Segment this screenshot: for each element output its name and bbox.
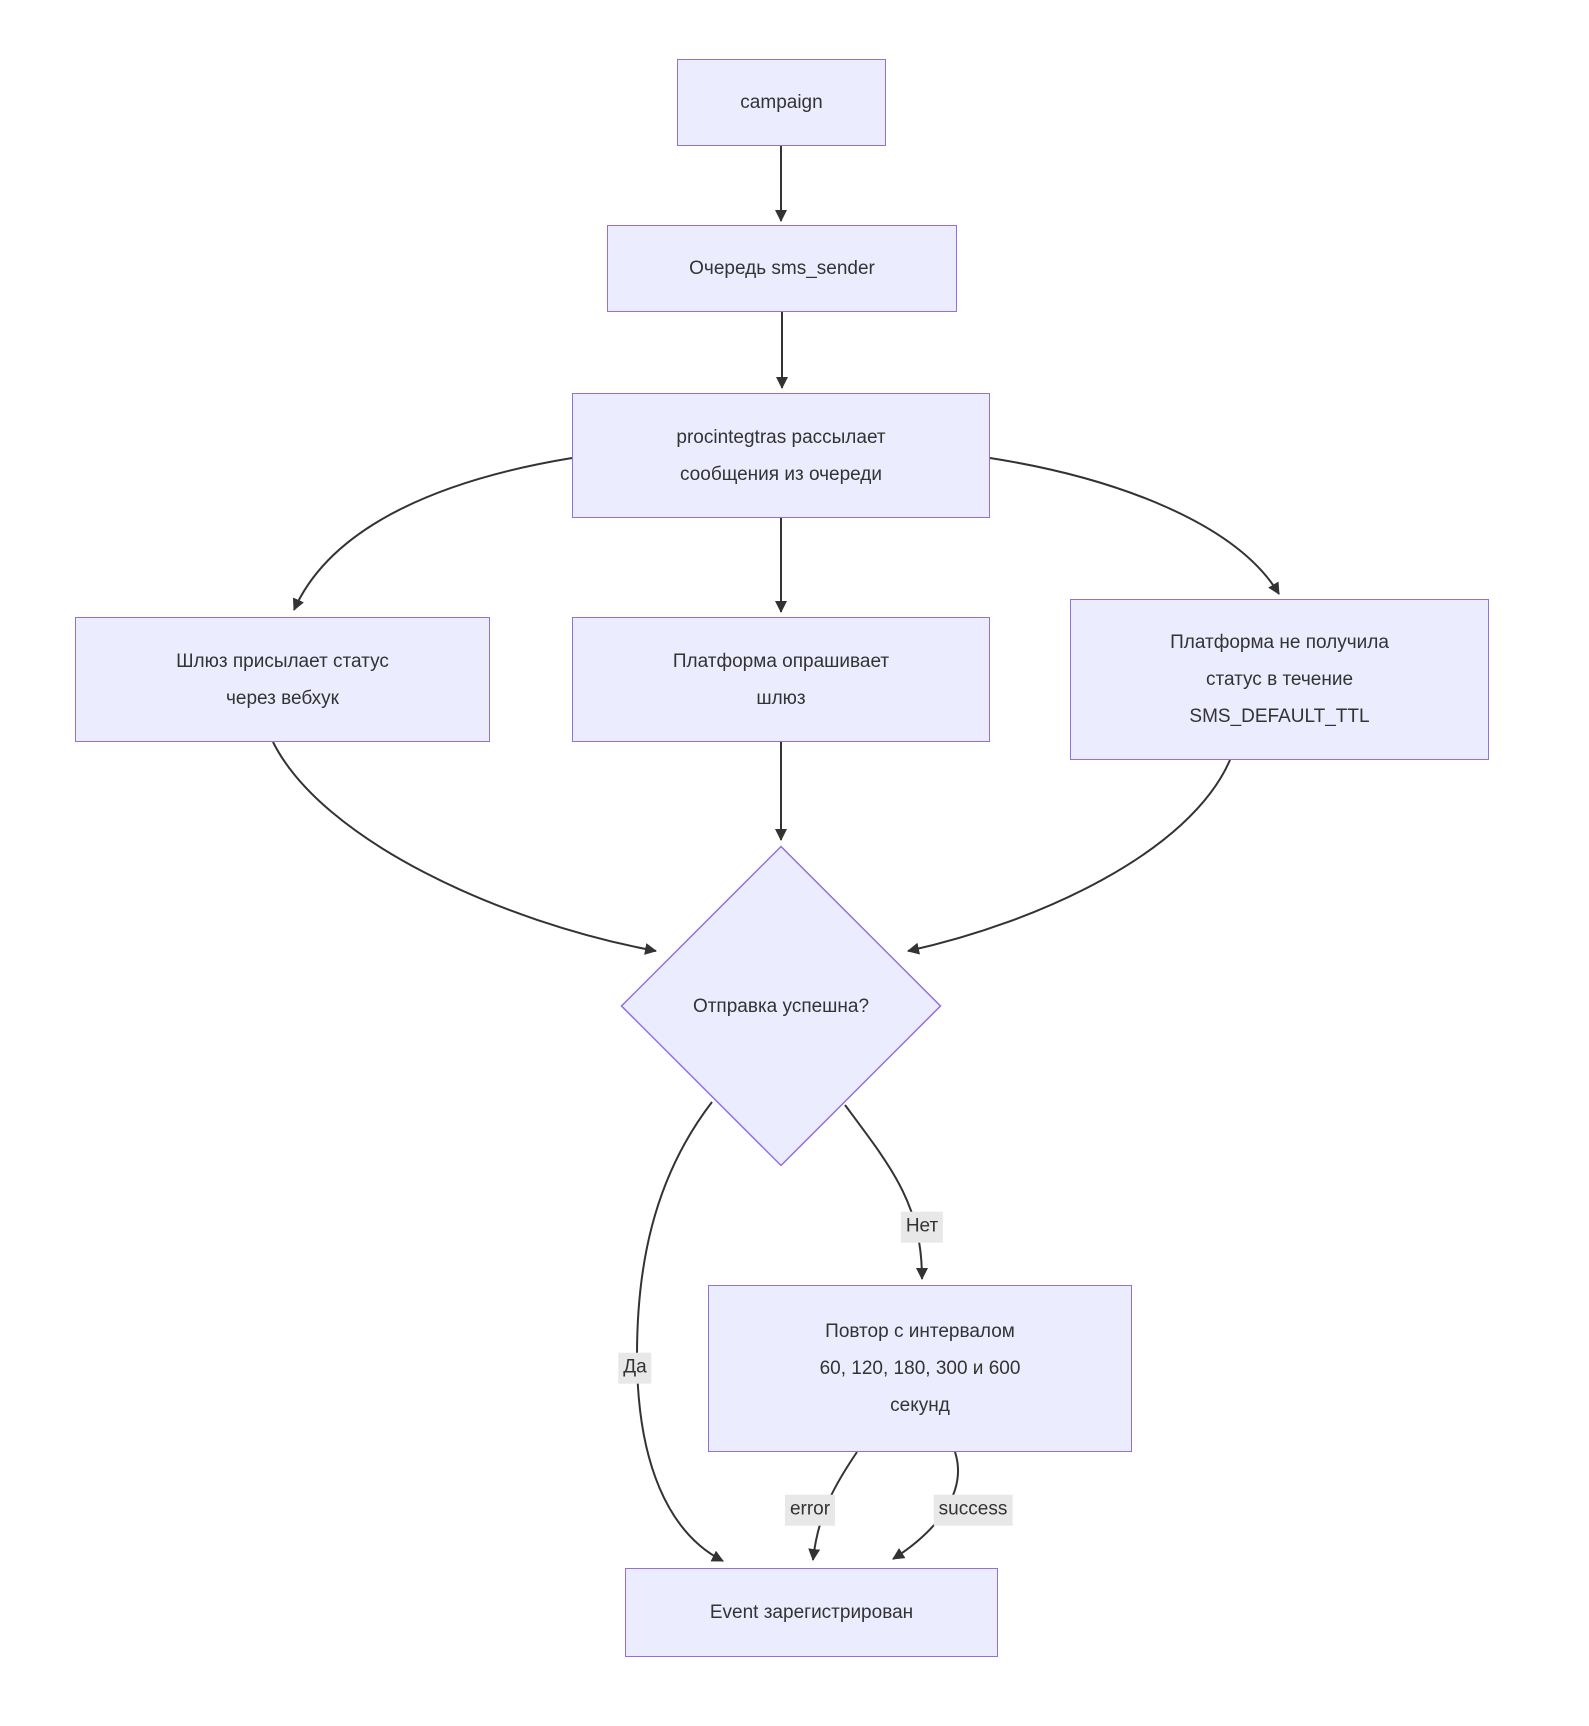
edge-label-no: Нет [900, 1211, 944, 1243]
node-queue-sms-sender: Очередь sms_sender [607, 225, 957, 312]
node-retry-intervals-label: Повтор с интервалом 60, 120, 180, 300 и … [819, 1321, 1021, 1416]
edge-sender-to-webhook [292, 457, 573, 611]
node-platform-polls-gateway: Платформа опрашивает шлюз [572, 617, 990, 742]
edge-sender-to-ttl [989, 457, 1280, 595]
node-gateway-webhook-status: Шлюз присылает статус через вебхук [75, 617, 490, 742]
node-platform-polls-gateway-label: Платформа опрашивает шлюз [672, 650, 890, 709]
edge-decision-to-retry-no [844, 1104, 928, 1280]
edge-webhook-to-decision [272, 741, 657, 955]
node-procintegtras-sender: procintegtras рассылает сообщения из оче… [572, 393, 990, 518]
edge-ttl-to-decision [907, 759, 1231, 955]
node-gateway-webhook-status-label: Шлюз присылает статус через вебхук [176, 650, 389, 709]
decision-diamond-shape [620, 845, 942, 1167]
edge-label-success: success [933, 1494, 1013, 1526]
node-event-registered-label: Event зарегистрирован [709, 1602, 914, 1623]
edge-label-error: error [784, 1494, 836, 1526]
node-retry-intervals: Повтор с интервалом 60, 120, 180, 300 и … [708, 1285, 1132, 1452]
node-campaign-label: campaign [740, 92, 823, 113]
node-queue-sms-sender-label: Очередь sms_sender [689, 258, 875, 279]
node-campaign: campaign [677, 59, 886, 146]
node-event-registered: Event зарегистрирован [625, 1568, 998, 1657]
node-no-status-ttl-label: Платформа не получила статус в течение S… [1170, 632, 1389, 727]
node-no-status-ttl: Платформа не получила статус в течение S… [1070, 599, 1489, 760]
edge-label-yes: Да [618, 1352, 652, 1384]
node-procintegtras-sender-label: procintegtras рассылает сообщения из оче… [676, 426, 886, 485]
node-decision-send-successful-label: Отправка успешна? [692, 995, 870, 1017]
node-decision-send-successful: Отправка успешна? [620, 845, 942, 1167]
